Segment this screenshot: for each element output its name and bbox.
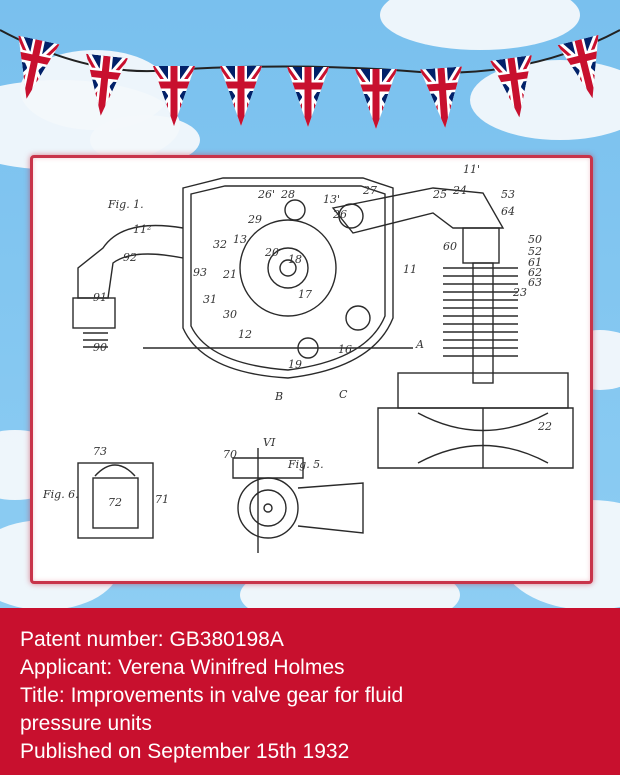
part-label: 28: [280, 188, 295, 201]
cloud: [470, 60, 620, 140]
title-label: Title:: [20, 684, 65, 707]
part-label: 22: [537, 420, 552, 433]
published-line: Published on September 15th 1932: [20, 738, 604, 766]
patent-info-panel: Patent number: GB380198A Applicant: Vere…: [0, 608, 620, 775]
part-label: B: [274, 390, 283, 403]
part-label: 25: [432, 188, 447, 201]
published-value: September 15th 1932: [147, 740, 350, 763]
part-label: 13: [233, 233, 247, 246]
part-label: 18: [288, 253, 302, 266]
applicant-label: Applicant:: [20, 656, 113, 679]
part-label: 31: [203, 293, 217, 306]
part-label: 29: [247, 213, 262, 226]
figure-label: Fig. 6.: [42, 488, 79, 501]
part-label: 73: [93, 445, 107, 458]
part-label: 13': [323, 193, 340, 206]
part-label: 26: [332, 208, 347, 221]
part-label: VI: [263, 436, 276, 449]
part-label: 21: [222, 268, 237, 281]
part-label: 92: [123, 251, 137, 264]
part-label: 26': [257, 188, 275, 201]
part-label: 23: [512, 286, 527, 299]
part-label: 90: [93, 341, 107, 354]
patent-number-value: GB380198A: [169, 628, 284, 651]
part-label: 64: [501, 205, 515, 218]
part-label: 62: [528, 266, 542, 279]
part-label: 20: [264, 246, 279, 259]
part-label: 63: [528, 276, 542, 289]
part-label: 27: [362, 184, 377, 197]
part-label: 91: [93, 291, 107, 304]
union-jack-bunting: [0, 29, 620, 140]
figure-label: Fig. 1.: [107, 198, 144, 211]
part-label: C: [339, 388, 348, 401]
patent-number-label: Patent number:: [20, 628, 164, 651]
part-label: 11²: [133, 223, 151, 236]
patent-number-line: Patent number: GB380198A: [20, 626, 604, 654]
title-value: Improvements in valve gear for fluid pre…: [20, 684, 404, 735]
part-label: 70: [223, 448, 237, 461]
part-label: 32: [213, 238, 227, 251]
patent-drawing-frame: Fig. 1. Fig. 5. Fig. 6. 11 11' 11² 12 13…: [30, 155, 593, 584]
part-label: A: [415, 338, 424, 351]
patent-drawing: Fig. 1. Fig. 5. Fig. 6. 11 11' 11² 12 13…: [42, 163, 574, 553]
part-label: 16: [338, 343, 352, 356]
part-label: 11: [403, 263, 417, 276]
part-label: 52: [528, 245, 542, 258]
part-label: 30: [223, 308, 237, 321]
part-label: 50: [528, 233, 542, 246]
part-label: 19: [288, 358, 302, 371]
published-label: Published on: [20, 740, 142, 763]
part-label: 72: [108, 496, 122, 509]
part-label: 93: [193, 266, 207, 279]
part-label: 17: [298, 288, 312, 301]
part-label: 61: [528, 256, 542, 269]
part-label: 71: [155, 493, 169, 506]
part-label: 53: [501, 188, 515, 201]
part-label: 12: [238, 328, 252, 341]
figure-label: Fig. 5.: [287, 458, 324, 471]
applicant-value: Verena Winifred Holmes: [118, 656, 345, 679]
title-line: Title: Improvements in valve gear for fl…: [20, 682, 490, 738]
part-label: 24: [452, 184, 467, 197]
part-label: 60: [443, 240, 457, 253]
part-label: 11': [463, 163, 480, 176]
applicant-line: Applicant: Verena Winifred Holmes: [20, 654, 604, 682]
